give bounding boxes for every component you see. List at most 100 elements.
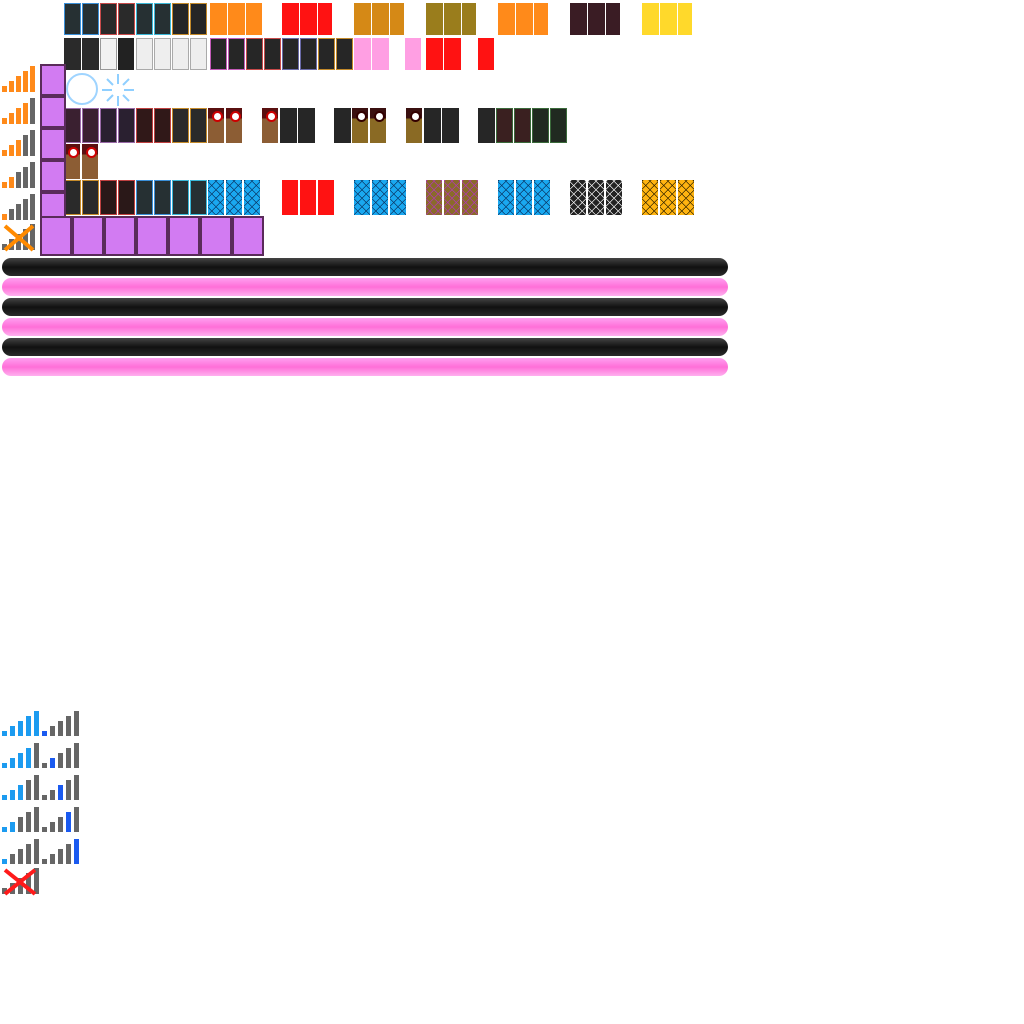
yellow-tile xyxy=(660,3,677,35)
red-tile xyxy=(282,3,299,35)
eye-icon xyxy=(212,111,223,122)
signal-bar xyxy=(18,849,23,864)
patterned-tile xyxy=(534,180,550,215)
signal-bar xyxy=(42,827,47,832)
signal-strength-icon xyxy=(2,804,82,832)
dark-tile xyxy=(532,108,549,143)
amber-tile xyxy=(372,3,389,35)
patterned-tile xyxy=(208,180,224,215)
pink-tile xyxy=(372,38,389,70)
maroon-tile xyxy=(606,3,620,35)
dark-tile xyxy=(64,38,81,70)
signal-bar xyxy=(26,748,31,768)
signal-strength-icon xyxy=(2,740,82,768)
dark-tile xyxy=(550,108,567,143)
amber-tile xyxy=(390,3,404,35)
dark-tile xyxy=(280,108,297,143)
signal-bar xyxy=(58,817,63,832)
door-tile xyxy=(226,108,242,143)
dark-tile xyxy=(64,3,81,35)
door-tile xyxy=(352,108,368,143)
signal-bar xyxy=(16,108,21,124)
patterned-tile xyxy=(226,180,242,215)
signal-bar xyxy=(50,854,55,864)
signal-strength-icon xyxy=(2,772,82,800)
signal-bar xyxy=(50,758,55,768)
eye-icon xyxy=(86,147,97,158)
signal-bar xyxy=(2,795,7,800)
dark-tile xyxy=(136,180,153,215)
signal-bar xyxy=(18,785,23,800)
signal-bar xyxy=(50,726,55,736)
signal-bar xyxy=(2,731,7,736)
signal-bar xyxy=(26,780,31,800)
door-tile xyxy=(262,108,278,143)
dark-tile xyxy=(154,108,171,143)
patterned-tile xyxy=(570,180,586,215)
maroon-tile xyxy=(588,3,605,35)
signal-strength-icon xyxy=(2,162,40,188)
patterned-tile xyxy=(372,180,388,215)
light-tile xyxy=(100,38,117,70)
purple-tile xyxy=(40,128,66,160)
signal-bar xyxy=(30,66,35,92)
dark-tile xyxy=(210,38,227,70)
dark-tile xyxy=(82,38,99,70)
purple-tile xyxy=(104,216,136,256)
signal-bar xyxy=(23,167,28,188)
signal-bar xyxy=(58,849,63,864)
dark-tile xyxy=(172,3,189,35)
signal-bar xyxy=(58,753,63,768)
signal-bar xyxy=(34,743,39,768)
signal-bar xyxy=(74,743,79,768)
eye-icon xyxy=(356,111,367,122)
dark-tile xyxy=(298,108,315,143)
patterned-tile xyxy=(516,180,532,215)
signal-bar xyxy=(42,859,47,864)
red-tile xyxy=(282,180,298,215)
signal-strength-icon xyxy=(2,130,40,156)
dark-tile xyxy=(282,38,299,70)
yellow-tile xyxy=(642,3,659,35)
eye-icon xyxy=(410,111,421,122)
patterned-tile xyxy=(444,180,460,215)
yellow-tile xyxy=(678,3,692,35)
signal-bar xyxy=(58,785,63,800)
signal-bar xyxy=(26,716,31,736)
signal-bar xyxy=(74,807,79,832)
signal-bar xyxy=(58,721,63,736)
signal-bar xyxy=(30,130,35,156)
patterned-tile xyxy=(678,180,694,215)
signal-strength-icon xyxy=(2,836,82,864)
dark-tile xyxy=(136,108,153,143)
signal-bar xyxy=(34,775,39,800)
dark-tile xyxy=(64,180,81,215)
dark-tile xyxy=(118,38,134,70)
signal-bar xyxy=(66,716,71,736)
pink-tile xyxy=(354,38,371,70)
signal-bar xyxy=(9,113,14,124)
door-tile xyxy=(82,144,98,179)
purple-tile xyxy=(40,216,72,256)
eye-icon xyxy=(266,111,277,122)
patterned-tile xyxy=(660,180,676,215)
signal-bar xyxy=(18,817,23,832)
door-tile xyxy=(64,144,80,179)
maroon-tile xyxy=(570,3,587,35)
red-tile xyxy=(478,38,494,70)
dark-tile xyxy=(154,3,171,35)
red-tile xyxy=(426,38,443,70)
light-tile xyxy=(190,38,207,70)
dark-tile xyxy=(334,108,351,143)
dark-tile xyxy=(82,180,99,215)
olive-tile xyxy=(462,3,476,35)
signal-bar xyxy=(2,763,7,768)
signal-bar xyxy=(2,214,7,220)
dark-tile xyxy=(300,38,317,70)
signal-bar xyxy=(9,81,14,92)
dark-tile xyxy=(118,108,135,143)
signal-bar xyxy=(66,780,71,800)
signal-bar xyxy=(42,731,47,736)
red-tile xyxy=(318,180,334,215)
orange-tile xyxy=(534,3,548,35)
